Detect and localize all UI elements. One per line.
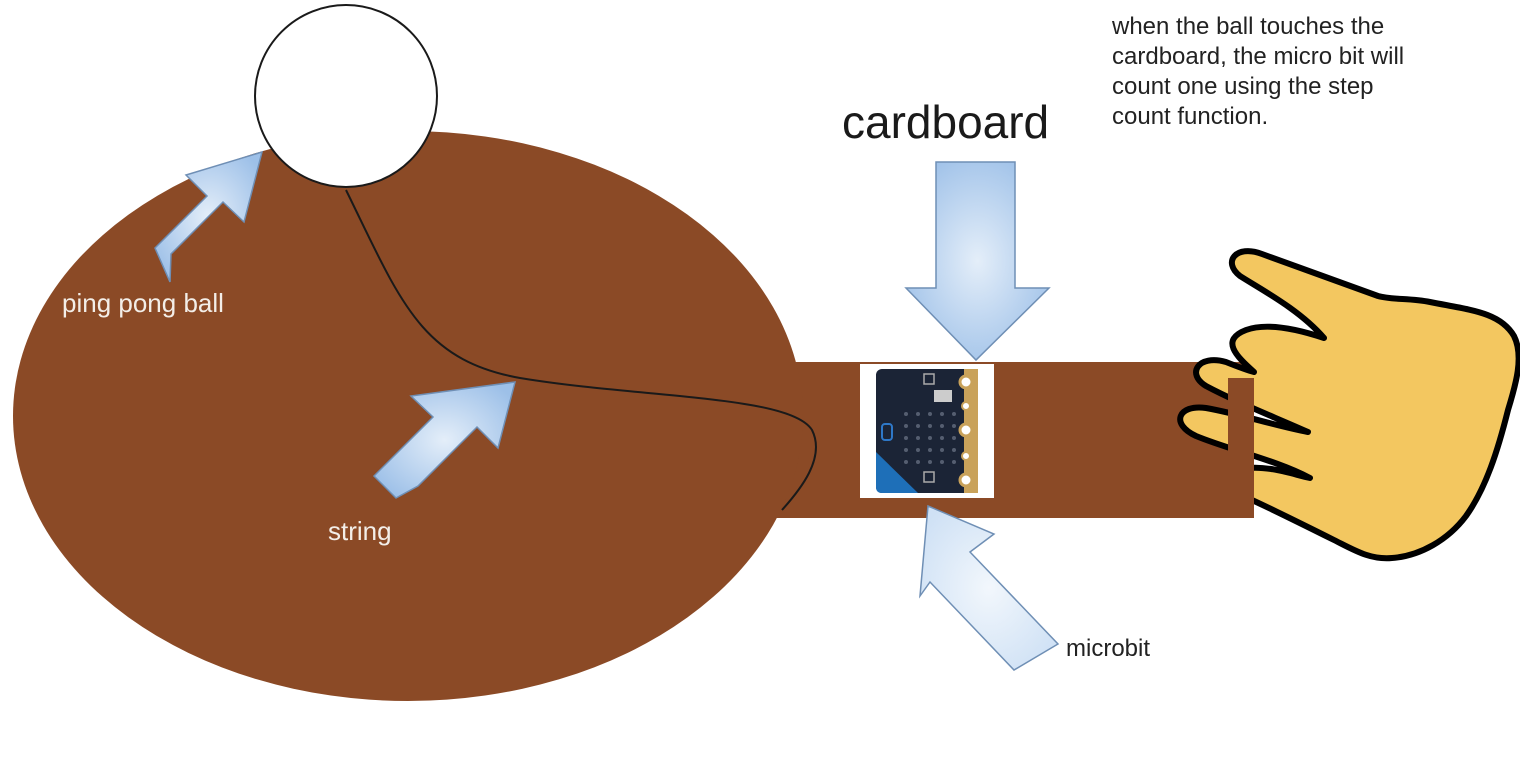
note-line: when the ball touches the	[1112, 13, 1385, 40]
note-line: cardboard, the micro bit will	[1112, 43, 1405, 70]
microbit-board-icon	[860, 364, 994, 498]
paddle-body	[13, 131, 803, 701]
explanation-note: when the ball touches the cardboard, the…	[1112, 12, 1512, 132]
paddle-handle	[770, 362, 1254, 518]
string-arrow	[372, 381, 517, 499]
ball-arrow	[154, 150, 264, 283]
label-cardboard: cardboard	[842, 96, 1049, 148]
ping-pong-ball	[254, 4, 438, 188]
microbit-arrow	[919, 504, 1060, 671]
hand-icon	[1177, 248, 1520, 562]
hand-cover	[1228, 378, 1254, 512]
string-line	[345, 189, 817, 511]
label-microbit: microbit	[1066, 635, 1150, 662]
cardboard-arrow	[904, 161, 1051, 362]
label-ping-pong-ball: ping pong ball	[62, 288, 224, 318]
note-line: count one using the step	[1112, 73, 1374, 100]
label-string: string	[328, 516, 392, 546]
note-line: count function.	[1112, 103, 1269, 130]
